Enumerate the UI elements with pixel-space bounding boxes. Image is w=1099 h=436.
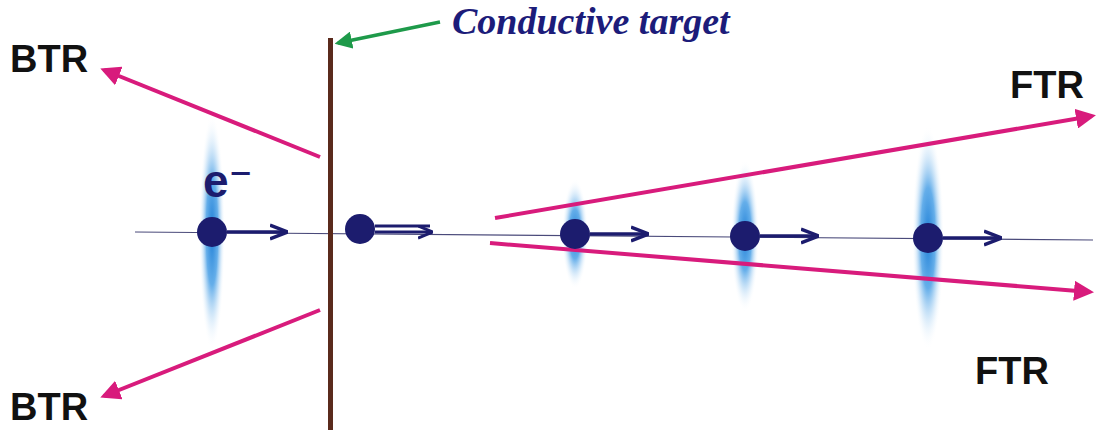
title-label: Conductive target	[452, 2, 730, 40]
particle-label: e⁻	[203, 158, 253, 204]
btr-ray	[104, 310, 320, 396]
field-cloud	[912, 126, 944, 350]
beam-axis	[135, 232, 1093, 240]
radiation-label: FTR	[1010, 66, 1084, 104]
ftr-ray	[490, 243, 1090, 292]
electron	[345, 214, 430, 244]
pointer-arrow	[338, 22, 440, 43]
electron	[560, 219, 645, 249]
field-cloud	[731, 160, 759, 312]
electron	[913, 223, 998, 253]
radiation-label: BTR	[10, 388, 88, 426]
electron	[197, 217, 284, 247]
target-foil	[328, 38, 333, 430]
radiation-label: BTR	[10, 40, 88, 78]
electron	[730, 221, 815, 251]
btr-ray	[104, 70, 320, 157]
ftr-ray	[495, 116, 1092, 218]
radiation-label: FTR	[975, 352, 1049, 390]
